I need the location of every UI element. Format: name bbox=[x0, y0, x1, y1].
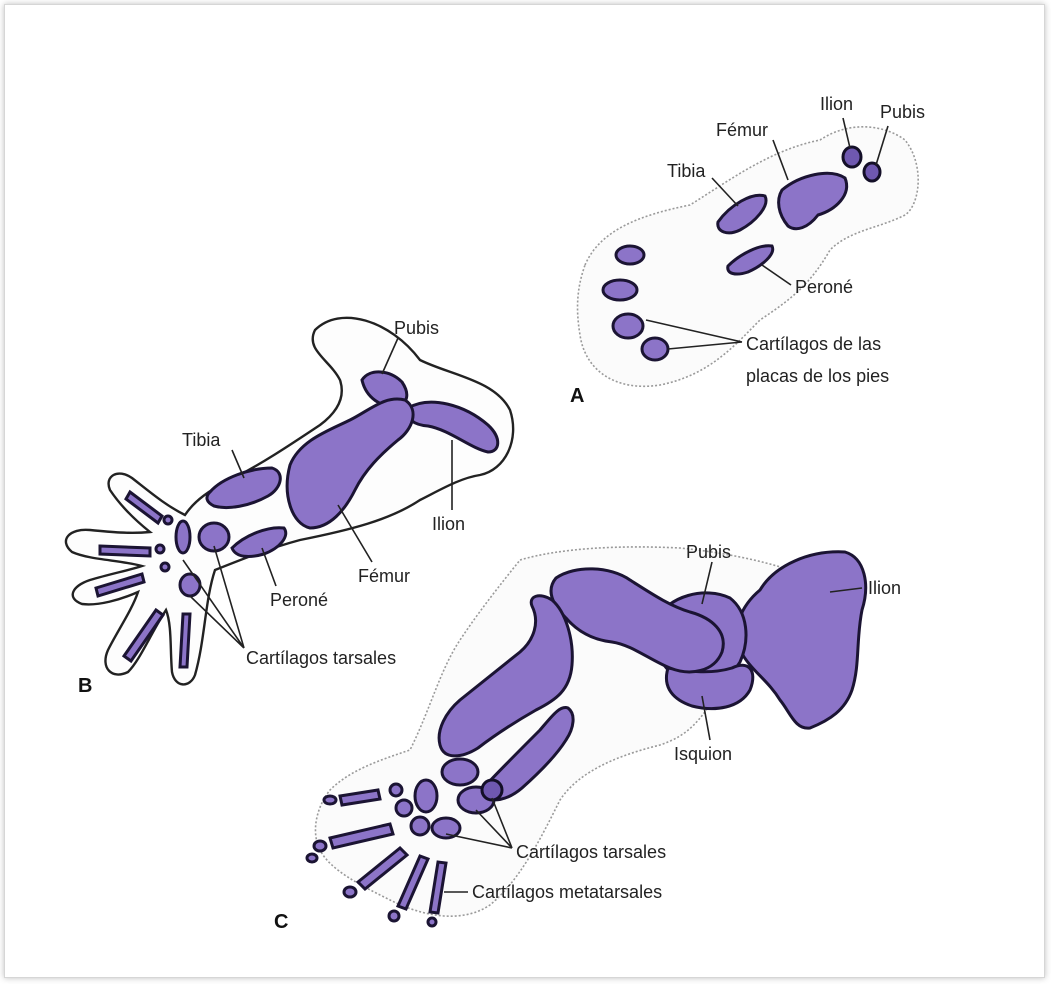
panel-c-ilion-label: Ilion bbox=[868, 578, 901, 598]
panel-c-pubis-label: Pubis bbox=[686, 542, 731, 562]
panel-b-tarsal-3 bbox=[180, 574, 200, 596]
panel-a-pubis-bone bbox=[864, 163, 880, 181]
panel-c-phalanx-1b bbox=[390, 784, 402, 796]
panel-a-ilion-label: Ilion bbox=[820, 94, 853, 114]
panel-c-phalanx-2b bbox=[307, 854, 317, 862]
panel-a-pubis-label: Pubis bbox=[880, 102, 925, 122]
panel-c-tarsales-label: Cartílagos tarsales bbox=[516, 842, 666, 862]
panel-a-ilion-bone bbox=[843, 147, 861, 167]
panel-a-femur-label: Fémur bbox=[716, 120, 768, 140]
panel-b-femur-label: Fémur bbox=[358, 566, 410, 586]
panel-a-cartilagos-label-line2: placas de los pies bbox=[746, 366, 889, 386]
panel-a: Ilion Pubis Fémur Tibia Peroné Cartílago… bbox=[570, 94, 925, 407]
panel-b-tarsal-2 bbox=[176, 521, 190, 553]
panel-c-tarsal-6 bbox=[411, 817, 429, 835]
panel-b-digit-1-joint bbox=[156, 545, 164, 553]
panel-b-pubis-label: Pubis bbox=[394, 318, 439, 338]
panel-b-digit-4 bbox=[180, 614, 190, 667]
panel-a-perone-label: Peroné bbox=[795, 277, 853, 297]
panel-b-digit-1 bbox=[100, 546, 150, 556]
panel-c-tarsal-3 bbox=[482, 780, 502, 800]
panel-c-phalanx-1a bbox=[324, 796, 336, 804]
panel-c-tarsal-4 bbox=[415, 780, 437, 812]
panel-b-perone-label: Peroné bbox=[270, 590, 328, 610]
panel-c-phalanx-4a bbox=[389, 911, 399, 921]
panel-c-tarsal-7 bbox=[396, 800, 412, 816]
panel-c-phalanx-3a bbox=[344, 887, 356, 897]
panel-b-phalanx-dot-2 bbox=[161, 563, 169, 571]
panel-c-phalanx-2a bbox=[314, 841, 326, 851]
panel-b-ilion-label: Ilion bbox=[432, 514, 465, 534]
panel-c-metatarsales-label: Cartílagos metatarsales bbox=[472, 882, 662, 902]
panel-c-tarsal-1 bbox=[442, 759, 478, 785]
panel-a-foot-plate-3 bbox=[613, 314, 643, 338]
panel-c-isquion-label: Isquion bbox=[674, 744, 732, 764]
panel-b-letter: B bbox=[78, 675, 92, 697]
panel-a-tibia-label: Tibia bbox=[667, 161, 706, 181]
panel-b-perone-leader bbox=[262, 548, 276, 586]
panel-a-foot-plate-2 bbox=[603, 280, 637, 300]
panel-c: Pubis Ilion Isquion Cartílagos tarsales … bbox=[274, 542, 901, 933]
panel-b-tibia-label: Tibia bbox=[182, 430, 221, 450]
panel-c-letter: C bbox=[274, 911, 288, 933]
panel-b-tarsales-label: Cartílagos tarsales bbox=[246, 648, 396, 668]
panel-a-foot-plate-4 bbox=[642, 338, 668, 360]
panel-b-phalanx-dot-1 bbox=[164, 516, 172, 524]
panel-a-cartilagos-label-line1: Cartílagos de las bbox=[746, 334, 881, 354]
panel-c-tarsal-5 bbox=[432, 818, 460, 838]
panel-a-letter: A bbox=[570, 385, 584, 407]
panel-a-foot-plate-1 bbox=[616, 246, 644, 264]
panel-c-phalanx-5a bbox=[428, 918, 436, 926]
panel-b: Pubis Tibia Ilion Fémur Peroné Cartílago… bbox=[66, 318, 513, 697]
